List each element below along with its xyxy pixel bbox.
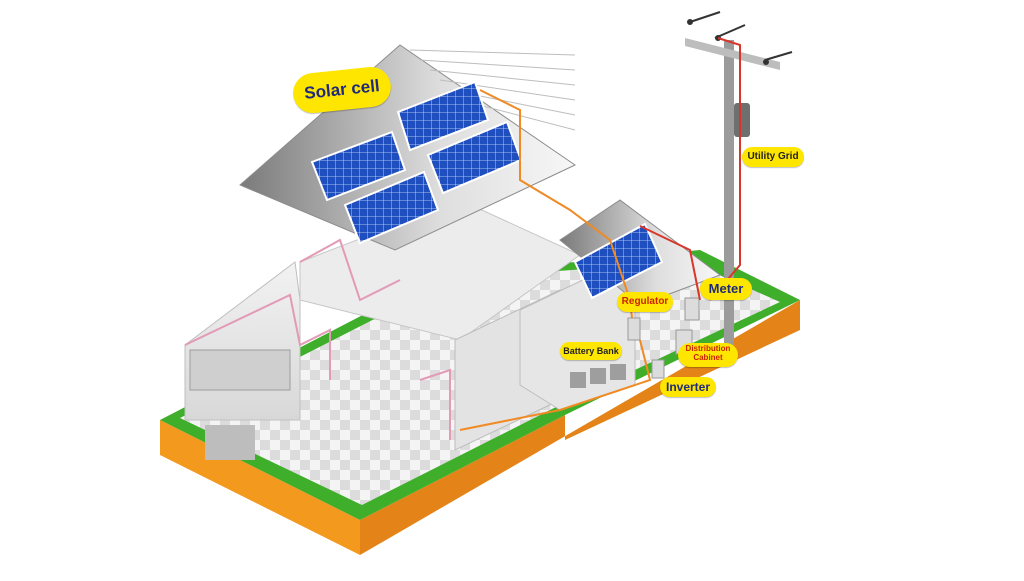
label-utility-grid: Utility Grid — [742, 147, 804, 167]
solar-panel-1 — [310, 130, 407, 202]
garage — [519, 199, 722, 411]
kitchen-cabinets — [189, 349, 291, 391]
left-wall — [184, 261, 301, 421]
inverter-box — [651, 359, 665, 379]
label-distribution-line1: Distribution — [685, 344, 731, 353]
pole-shaft — [724, 40, 734, 345]
utility-pole — [685, 11, 793, 345]
pink-circuit-2 — [299, 238, 401, 302]
house-feed — [459, 339, 652, 431]
stair-block — [205, 425, 255, 460]
label-distribution-cabinet: Distribution Cabinet — [678, 343, 738, 367]
crossarm — [685, 38, 780, 70]
house-main — [184, 199, 581, 460]
label-regulator: Regulator — [617, 292, 673, 312]
label-distribution-line2: Cabinet — [693, 352, 723, 362]
meter-box — [684, 297, 700, 321]
battery-bank-units — [570, 364, 626, 388]
solar-panel-2 — [396, 80, 490, 152]
solar-panel-5 — [573, 222, 664, 300]
label-meter: Meter — [700, 278, 752, 300]
pink-circuit-1 — [184, 293, 331, 380]
label-battery-bank: Battery Bank — [560, 342, 622, 360]
panel-wire-garage — [639, 225, 701, 301]
solar-panel-3 — [343, 170, 440, 245]
transformer — [734, 103, 750, 137]
pink-circuit-3 — [419, 368, 451, 440]
regulator-box — [627, 317, 641, 341]
main-roof — [239, 44, 577, 251]
label-inverter: Inverter — [660, 377, 716, 397]
